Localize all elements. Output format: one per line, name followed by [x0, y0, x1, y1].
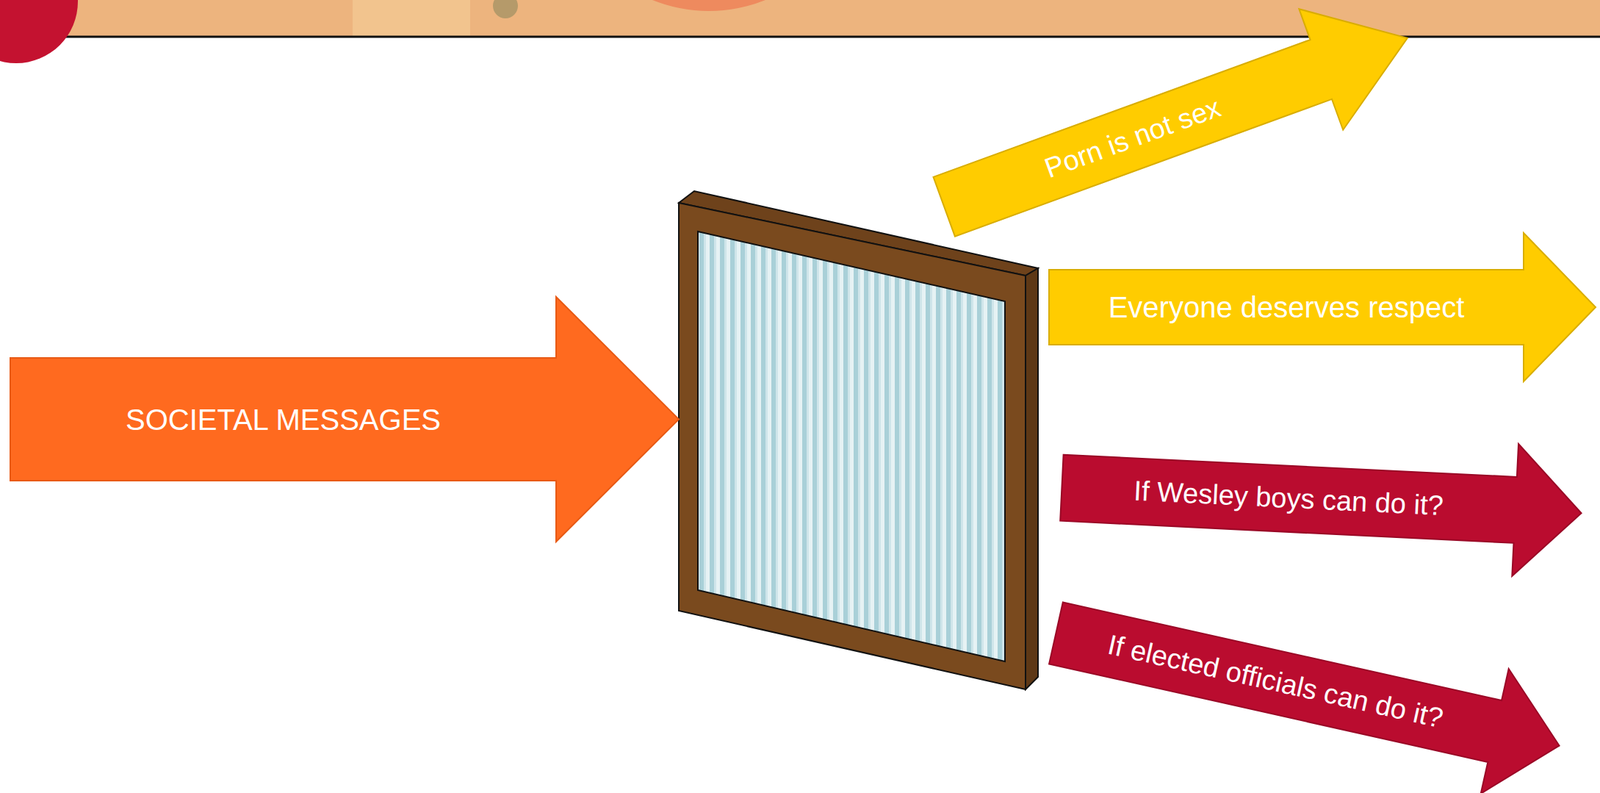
banner-circle — [558, 0, 860, 12]
arrow-shape: Porn is not sex — [921, 0, 1429, 267]
banner-dot — [492, 0, 518, 19]
filter-mesh — [697, 231, 1005, 662]
arrow-label: SOCIETAL MESSAGES — [125, 403, 441, 436]
arrow-shape: Everyone deserves respect — [1049, 232, 1596, 382]
filter-frame — [678, 202, 1026, 690]
arrow-fill — [10, 296, 679, 542]
filter-illustration — [678, 191, 1039, 690]
filter-side — [1025, 268, 1039, 690]
banner-shape — [352, 0, 471, 37]
logo-circle — [0, 0, 78, 64]
arrow-fill — [1041, 570, 1573, 793]
arrow-shape: If Wesley boys can do it? — [1058, 421, 1585, 579]
arrow-label: Everyone deserves respect — [1108, 290, 1465, 324]
arrow-fill — [1049, 232, 1596, 382]
arrow-shape: SOCIETAL MESSAGES — [10, 296, 679, 542]
arrow-shape: If elected officials can do it? — [1041, 570, 1573, 793]
arrow-fill — [921, 0, 1429, 267]
arrow-fill — [1058, 421, 1585, 579]
